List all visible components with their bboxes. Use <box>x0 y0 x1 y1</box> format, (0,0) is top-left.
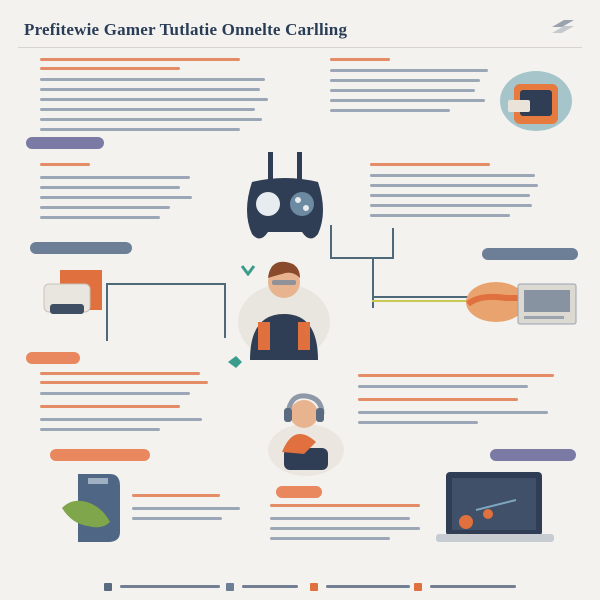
connector-line <box>372 258 374 308</box>
laptop-icon <box>436 472 554 542</box>
features-text-block <box>40 163 200 219</box>
legend-swatch <box>104 582 112 591</box>
console-icon <box>500 71 572 131</box>
legend-swatch <box>310 582 318 591</box>
text-line <box>330 69 488 72</box>
leaf-icon <box>228 356 242 368</box>
connector-line <box>372 300 482 302</box>
section-tag <box>490 449 576 461</box>
text-line <box>40 88 260 91</box>
logo-mark-icon <box>552 20 574 33</box>
footer-legend-item <box>414 578 517 591</box>
text-line <box>40 392 190 395</box>
text-line <box>358 385 528 388</box>
section-tag <box>30 242 132 254</box>
text-line <box>40 186 180 189</box>
text-line <box>330 79 480 82</box>
middle-right-text-block <box>370 163 540 217</box>
text-line <box>120 585 221 589</box>
footer-legend-item <box>226 578 299 591</box>
section-tag <box>276 486 322 498</box>
text-line <box>330 99 485 102</box>
text-line <box>370 194 530 197</box>
page-title: Prefitewie Gamer Tutlatie Onnelte Carlli… <box>24 20 348 39</box>
footer-legend-item <box>104 578 221 591</box>
legend-swatch <box>226 582 234 591</box>
text-line <box>40 98 268 101</box>
text-line <box>40 381 208 384</box>
headset-gamer-icon <box>268 393 344 476</box>
connector-line <box>106 283 226 285</box>
text-line <box>40 405 180 408</box>
text-line <box>370 184 538 187</box>
text-line <box>270 527 420 530</box>
text-line <box>242 585 299 589</box>
section-tag <box>482 248 578 260</box>
text-line <box>270 504 420 507</box>
legend-swatch <box>414 582 422 591</box>
text-line <box>40 196 192 199</box>
connector-line <box>330 225 332 259</box>
text-line <box>358 398 518 401</box>
gamer-avatar-icon <box>238 261 330 360</box>
section-tag <box>50 449 150 461</box>
intro-text-block <box>40 58 270 131</box>
section-tag <box>26 352 80 364</box>
text-line <box>430 585 517 589</box>
text-line <box>326 585 411 589</box>
text-line <box>40 108 255 111</box>
connector-line <box>330 257 394 259</box>
text-line <box>40 78 265 81</box>
text-line <box>270 517 410 520</box>
text-line <box>40 128 240 131</box>
glove-icon <box>62 474 120 542</box>
left-lower-text-block <box>40 372 210 431</box>
right-lower-text-block <box>358 374 558 424</box>
top-right-text-block <box>330 58 490 112</box>
bottom-center-text-block <box>270 504 430 540</box>
connector-line <box>372 296 472 298</box>
text-line <box>40 418 202 421</box>
text-line <box>358 421 478 424</box>
text-line <box>40 428 160 431</box>
bottom-left-text-block <box>132 494 252 520</box>
footer-legend-item <box>310 578 411 591</box>
text-line <box>40 176 190 179</box>
heart-icon <box>240 265 256 276</box>
text-line <box>40 163 90 166</box>
text-line <box>370 204 532 207</box>
text-line <box>132 494 220 497</box>
text-line <box>40 58 240 61</box>
text-line <box>358 411 548 414</box>
text-line <box>40 118 262 121</box>
text-line <box>40 216 160 219</box>
text-line <box>370 163 490 166</box>
text-line <box>40 67 180 70</box>
header-divider <box>18 47 582 48</box>
text-line <box>270 537 390 540</box>
text-line <box>40 206 170 209</box>
text-line <box>370 214 510 217</box>
text-line <box>132 507 240 510</box>
text-line <box>132 517 222 520</box>
connector-line <box>106 283 108 341</box>
hand-device-icon <box>466 282 577 325</box>
connector-line <box>392 228 394 259</box>
section-tag <box>26 137 104 149</box>
text-line <box>40 372 200 375</box>
text-line <box>330 89 475 92</box>
text-line <box>370 174 535 177</box>
printer-icon <box>43 270 102 314</box>
text-line <box>330 58 390 61</box>
text-line <box>330 109 450 112</box>
connector-line <box>224 283 226 338</box>
gamepad-icon <box>247 152 323 239</box>
text-line <box>358 374 554 377</box>
